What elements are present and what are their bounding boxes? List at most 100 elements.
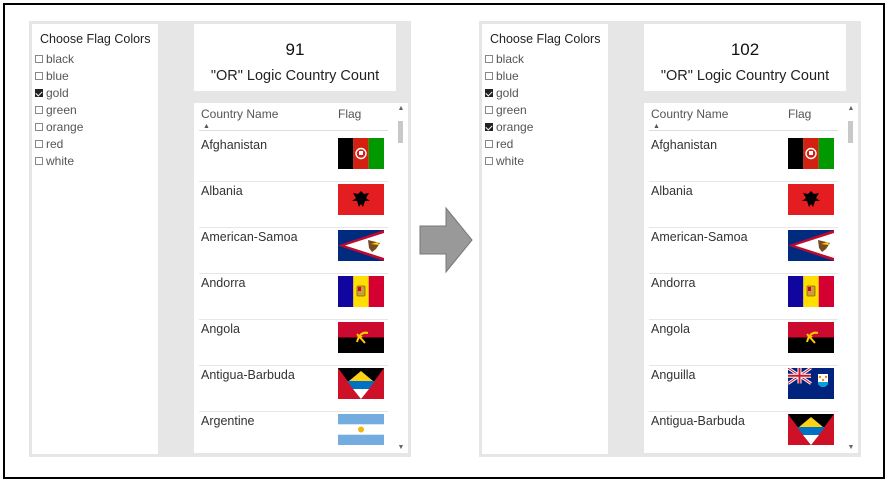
slicer-option-label: orange [46, 119, 84, 134]
country-name-cell: Afghanistan [201, 138, 268, 152]
slicer-title: Choose Flag Colors [40, 32, 151, 46]
checkbox-icon[interactable] [35, 71, 43, 80]
checkbox-icon[interactable] [485, 139, 493, 148]
column-header-country-name[interactable]: Country Name [651, 107, 729, 121]
checkbox-icon[interactable] [35, 105, 43, 114]
slicer-option-label: orange [496, 119, 534, 134]
header-divider [199, 130, 388, 131]
checkbox-icon[interactable] [485, 156, 493, 165]
slicer-title: Choose Flag Colors [490, 32, 601, 46]
checkbox-icon[interactable] [485, 54, 493, 63]
country-count-card: 102 "OR" Logic Country Count [644, 24, 846, 91]
slicer-option-label: green [46, 102, 77, 117]
slicer-option-label: white [46, 153, 75, 168]
table-row[interactable]: Anguilla [649, 366, 838, 412]
right-arrow-icon [419, 206, 473, 274]
column-header-flag[interactable]: Flag [338, 107, 362, 121]
slicer-option-label: red [46, 136, 64, 151]
checkbox-icon[interactable] [485, 71, 493, 80]
country-name-cell: Afghanistan [651, 138, 718, 152]
andorra-flag-icon [788, 276, 834, 307]
vertical-scrollbar[interactable]: ▲ ▼ [847, 105, 855, 451]
scroll-down-icon[interactable]: ▼ [397, 444, 405, 451]
afghanistan-flag-icon [338, 138, 384, 169]
vertical-scrollbar[interactable]: ▲ ▼ [397, 105, 405, 451]
angola-flag-icon [788, 322, 834, 353]
antigua-barbuda-flag-icon [788, 414, 834, 445]
antigua-barbuda-flag-icon [338, 368, 384, 399]
table-row[interactable]: Albania [649, 182, 838, 228]
country-count-value: 102 [730, 40, 760, 59]
sort-ascending-icon[interactable]: ▲ [653, 123, 660, 130]
slicer-option-white[interactable]: white [35, 152, 83, 169]
checkbox-icon[interactable] [485, 88, 493, 97]
scroll-up-icon[interactable]: ▲ [397, 105, 405, 112]
checkbox-icon[interactable] [35, 139, 43, 148]
checkbox-icon[interactable] [35, 156, 43, 165]
slicer-option-gold[interactable]: gold [485, 84, 533, 101]
slicer-option-red[interactable]: red [35, 135, 83, 152]
table-row[interactable]: Albania [199, 182, 388, 228]
scroll-up-icon[interactable]: ▲ [847, 105, 855, 112]
column-header-flag[interactable]: Flag [788, 107, 812, 121]
country-name-cell: Andorra [651, 276, 696, 290]
slicer-option-green[interactable]: green [35, 101, 83, 118]
slicer-option-gold[interactable]: gold [35, 84, 83, 101]
country-count-value: 91 [285, 40, 305, 59]
table-row[interactable]: American-Samoa [649, 228, 838, 274]
slicer-option-black[interactable]: black [485, 50, 533, 67]
slicer-option-label: gold [46, 85, 69, 100]
argentina-flag-icon [338, 414, 384, 445]
country-name-cell: Albania [651, 184, 693, 198]
table-row[interactable]: Argentine [199, 412, 388, 453]
slicer-option-green[interactable]: green [485, 101, 533, 118]
table-row[interactable]: American-Samoa [199, 228, 388, 274]
albania-flag-icon [788, 184, 834, 215]
afghanistan-flag-icon [788, 138, 834, 169]
country-count-label: "OR" Logic Country Count [660, 68, 830, 84]
slicer-option-label: black [46, 51, 75, 66]
slicer-option-white[interactable]: white [485, 152, 533, 169]
table-row[interactable]: Afghanistan [199, 136, 388, 182]
scrollbar-thumb[interactable] [848, 121, 853, 143]
anguilla-flag-icon [788, 368, 834, 399]
table-row[interactable]: Andorra [199, 274, 388, 320]
slicer-option-label: black [496, 51, 525, 66]
table-row[interactable]: Antigua-Barbuda [649, 412, 838, 453]
sort-ascending-icon[interactable]: ▲ [203, 123, 210, 130]
table-row[interactable]: Afghanistan [649, 136, 838, 182]
table-row[interactable]: Antigua-Barbuda [199, 366, 388, 412]
table-row[interactable]: Andorra [649, 274, 838, 320]
slicer-option-label: green [496, 102, 527, 117]
slicer-option-red[interactable]: red [485, 135, 533, 152]
country-name-cell: Anguilla [651, 368, 696, 382]
header-divider [649, 130, 838, 131]
slicer-option-label: blue [496, 68, 519, 83]
checkbox-icon[interactable] [485, 105, 493, 114]
american-samoa-flag-icon [788, 230, 834, 261]
scrollbar-thumb[interactable] [398, 121, 403, 143]
country-name-cell: Antigua-Barbuda [651, 414, 745, 428]
checkbox-icon[interactable] [35, 54, 43, 63]
slicer-option-black[interactable]: black [35, 50, 83, 67]
slicer-option-label: red [496, 136, 514, 151]
slicer-option-blue[interactable]: blue [35, 67, 83, 84]
column-header-country-name[interactable]: Country Name [201, 107, 279, 121]
scroll-down-icon[interactable]: ▼ [847, 444, 855, 451]
checkbox-icon[interactable] [35, 88, 43, 97]
slicer-option-orange[interactable]: orange [485, 118, 533, 135]
table-row[interactable]: Angola [199, 320, 388, 366]
checkbox-icon[interactable] [485, 122, 493, 131]
slicer-option-blue[interactable]: blue [485, 67, 533, 84]
slicer-option-orange[interactable]: orange [35, 118, 83, 135]
checkbox-icon[interactable] [35, 122, 43, 131]
albania-flag-icon [338, 184, 384, 215]
table-row[interactable]: Angola [649, 320, 838, 366]
